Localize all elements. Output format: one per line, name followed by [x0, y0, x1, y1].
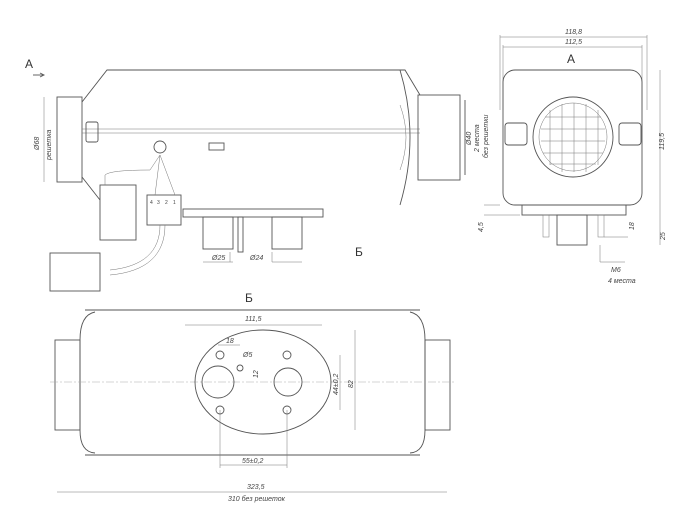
fuel-block	[556, 214, 588, 246]
arrow-head	[39, 72, 46, 78]
dim-bottom-height: 25	[660, 232, 667, 241]
tab	[208, 142, 225, 151]
end-cap-left	[56, 96, 83, 183]
cable	[109, 224, 166, 276]
fuel-pipe	[237, 216, 244, 253]
connector-plug	[146, 194, 182, 226]
dim-stud-d2: Ø24	[249, 255, 263, 262]
view-b-title: Б	[245, 291, 253, 305]
view-a-marker: A	[25, 57, 33, 71]
stud-housing-1	[202, 216, 234, 250]
dim-length-note: 310 без решеток	[228, 495, 286, 503]
wires	[104, 154, 176, 196]
cable-gland	[153, 140, 167, 154]
clip-left	[504, 122, 528, 146]
intake-port	[273, 367, 303, 397]
bottom-view: Б 111,5 18 Ø5 12 44±0,2 82 55±0,2 323,5 …	[50, 291, 455, 503]
dim-cap-note: решетка	[46, 129, 53, 161]
end-cap-right	[424, 339, 451, 431]
stud-housing-2	[271, 216, 303, 250]
dim-outlet-note2: без решетки	[482, 115, 490, 158]
pin-label: 4	[150, 200, 153, 206]
side-view: A 4 3 2 1 Ø68 решетка Ø25 Ø24 Б	[25, 57, 490, 292]
dim-lines	[43, 97, 302, 263]
dim-stud-spacing-x: 55±0,2	[242, 458, 263, 465]
stud	[597, 214, 605, 238]
dim-outlet-note1: 2 места	[474, 124, 481, 153]
dim-oval-height: 82	[348, 380, 355, 388]
fuel-hole	[236, 364, 244, 372]
dim-thread-note: 4 места	[608, 278, 636, 285]
dim-hole-offset: 18	[226, 338, 234, 345]
dim-lines	[57, 324, 447, 493]
pin-label: 2	[165, 200, 168, 206]
dim-outlet-diameter: Ø40	[466, 132, 473, 146]
dim-lines	[499, 35, 648, 110]
exhaust-port	[201, 365, 235, 399]
tie-rod	[82, 128, 420, 134]
outlet-tube	[417, 94, 461, 181]
dim-length-overall: 323,5	[247, 484, 265, 491]
dim-oval-width: 111,5	[245, 316, 262, 323]
dim-lines	[484, 70, 661, 263]
fan-grille	[532, 96, 614, 178]
connector-block	[99, 184, 137, 241]
dim-hole-diameter: Ø5	[242, 352, 252, 359]
clip-left	[85, 121, 99, 143]
stud	[542, 214, 550, 238]
pin-label: 3	[157, 200, 160, 206]
body-end	[399, 69, 411, 206]
harness-connector	[49, 252, 101, 292]
stud-hole	[282, 350, 292, 360]
grille-cone	[399, 104, 407, 171]
view-b-marker: Б	[355, 245, 363, 259]
dim-hole-dy: 12	[253, 370, 260, 378]
dim-width-overall: 118,8	[565, 29, 582, 36]
fan-ring	[538, 102, 608, 172]
dim-stud-spacing-y: 44±0,2	[333, 374, 340, 395]
end-cap-left	[54, 339, 81, 431]
stud-hole	[215, 350, 225, 360]
front-view: 118,8 112,5 A 119,5 4,5 18 25 M6 4 места	[478, 29, 667, 285]
dim-cap-diameter: Ø68	[34, 137, 41, 151]
clip-right	[618, 122, 642, 146]
mounting-plate	[182, 208, 324, 218]
dim-thread: M6	[611, 267, 621, 274]
base-plate	[521, 204, 627, 216]
dim-stud-d1: Ø25	[211, 255, 225, 262]
body-corners	[79, 311, 426, 454]
dim-plate-thickness: 4,5	[478, 222, 485, 232]
pin-label: 1	[173, 200, 176, 206]
view-a-title: A	[567, 52, 575, 66]
dim-stud-length: 18	[629, 222, 636, 230]
dim-width-body: 112,5	[565, 39, 582, 46]
grille-mesh	[541, 103, 605, 172]
mounting-oval	[194, 329, 332, 435]
front-body	[502, 69, 643, 206]
bottom-body	[79, 309, 426, 456]
dim-height: 119,5	[659, 133, 666, 150]
heater-body-outline	[81, 69, 421, 201]
